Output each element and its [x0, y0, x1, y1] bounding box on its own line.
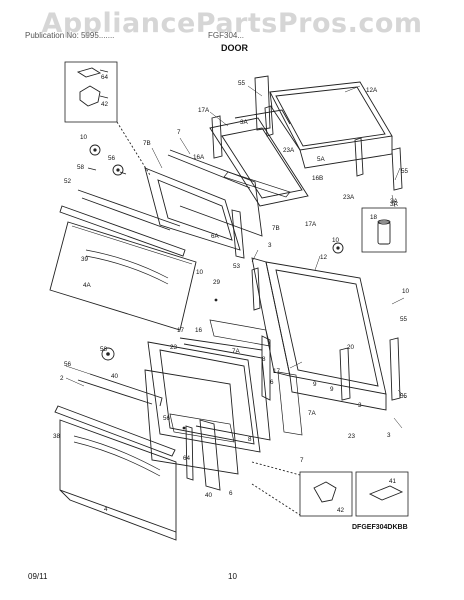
callout-label: 42 — [337, 507, 345, 514]
callout-label: 7A — [232, 348, 241, 355]
callout-label: 42 — [101, 101, 109, 108]
callout-label: 41 — [389, 478, 397, 485]
hinge-receptacle-inset — [64, 61, 151, 176]
callout-label: 9 — [313, 381, 317, 388]
callout-label: 3 — [268, 242, 272, 249]
page-number: 10 — [228, 572, 237, 581]
callout-label: 3A — [390, 198, 399, 205]
callout-label: 4 — [104, 506, 108, 513]
callout-label: 17A — [305, 221, 317, 228]
lower-door-liner — [144, 369, 239, 491]
callout-label: 7B — [143, 140, 151, 147]
callout-label: 16B — [312, 175, 323, 182]
lower-glass-stack — [147, 319, 303, 453]
callout-labels: 64 42 55 12A 3A 17A 7 7B 16A 23A 5A 16B … — [53, 74, 410, 514]
upper-outer-door-4a — [49, 221, 197, 331]
callout-label: 3 — [387, 432, 391, 439]
callout-label: 18 — [370, 214, 378, 221]
callout-label: 7 — [177, 129, 181, 136]
callout-label: 8 — [262, 356, 266, 363]
inner-door-panel — [144, 149, 263, 259]
callout-label: 52 — [64, 178, 72, 185]
callout-label: 17A — [198, 107, 210, 114]
callout-label: 53 — [233, 263, 241, 270]
callout-label: 55 — [400, 393, 408, 400]
callout-label: 10 — [402, 288, 410, 295]
callout-label: 40 — [205, 492, 213, 499]
callout-label: 23 — [170, 344, 178, 351]
callout-label: 10 — [196, 269, 204, 276]
callout-label: 56 — [163, 415, 171, 422]
callout-label: 12 — [320, 254, 328, 261]
diagram-code: DFGEF304DKBB — [352, 524, 408, 531]
callout-label: 64 — [101, 74, 109, 81]
callout-label: 7B — [272, 225, 280, 232]
callout-label: 64 — [183, 455, 191, 462]
bottom-hinge-inset — [251, 461, 353, 517]
callout-label: 7A — [308, 410, 317, 417]
outer-door-frame-12a — [254, 75, 393, 169]
bottom-clip-inset — [355, 471, 409, 517]
upper-glass-panels — [209, 109, 309, 207]
callout-label: 23 — [348, 433, 356, 440]
callout-label: 4A — [83, 282, 92, 289]
callout-label: 10 — [332, 237, 340, 244]
callout-label: 3A — [390, 201, 399, 208]
callout-label: 58 — [100, 346, 108, 353]
callout-label: 17 — [177, 327, 185, 334]
part-18-inset — [361, 207, 407, 253]
callout-label: 9 — [330, 386, 334, 393]
callout-label: 58 — [77, 164, 85, 171]
callout-label: 12A — [366, 87, 378, 94]
callout-label: 16 — [195, 327, 203, 334]
callout-label: 38 — [53, 433, 61, 440]
callout-label: 56 — [64, 361, 72, 368]
callout-label: 20 — [347, 344, 355, 351]
lower-door-handle — [54, 347, 176, 457]
callout-label: 39 — [81, 256, 89, 263]
callout-label: 6 — [229, 490, 233, 497]
callout-label: 2 — [60, 375, 64, 382]
callout-label: 29 — [213, 279, 221, 286]
publication-header: Publication No: 5995....... — [25, 31, 115, 40]
callout-label: 3 — [358, 402, 362, 409]
fasteners — [93, 148, 340, 430]
callout-label: 5A — [317, 156, 326, 163]
callout-label: 6A — [211, 233, 220, 240]
callout-label: 55 — [238, 80, 246, 87]
callout-label: 23A — [283, 147, 295, 154]
section-title: DOOR — [221, 43, 248, 53]
callout-label: 17 — [273, 368, 281, 375]
model-header: FGF304... — [208, 31, 245, 40]
callout-label: 23A — [343, 194, 355, 201]
callout-label: 3A — [240, 119, 249, 126]
lower-outer-door-4 — [59, 419, 177, 541]
callout-label: 40 — [111, 373, 119, 380]
callout-label: 7 — [300, 457, 304, 464]
callout-label: 16A — [193, 154, 205, 161]
callout-label: 55 — [400, 316, 408, 323]
callout-label: 55 — [401, 168, 409, 175]
callout-label: 6 — [270, 379, 274, 386]
footer-date: 09/11 — [28, 572, 48, 581]
lower-hinge-brackets — [251, 267, 401, 401]
callout-label: 8 — [248, 436, 252, 443]
callout-label: 10 — [80, 134, 88, 141]
upper-door-handle — [59, 144, 186, 257]
leader-lines — [65, 85, 407, 429]
callout-label: 56 — [108, 155, 116, 162]
top-hinge-brackets — [211, 105, 403, 191]
